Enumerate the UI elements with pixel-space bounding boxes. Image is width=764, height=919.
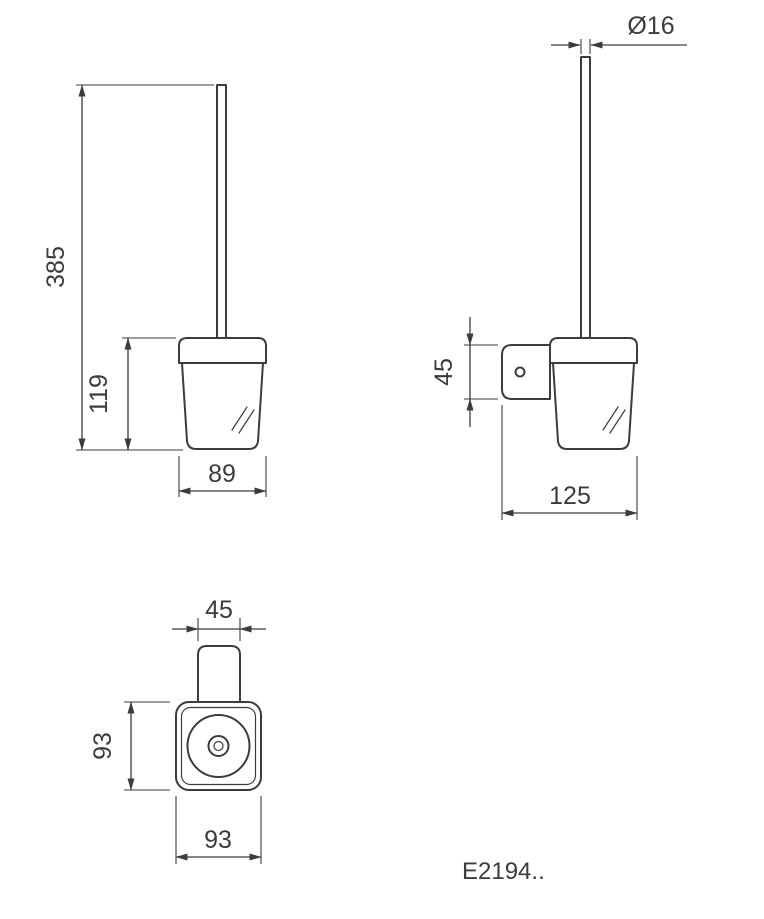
bracket-pivot-dot bbox=[514, 366, 526, 378]
dim-label-depth: 125 bbox=[549, 482, 591, 510]
cup-glass-front bbox=[181, 362, 264, 450]
dim-label-cup-width: 89 bbox=[208, 460, 236, 488]
dim-label-cup-height: 119 bbox=[85, 374, 113, 414]
product-code: E2194.. bbox=[462, 858, 545, 885]
cup-collar-side bbox=[549, 337, 638, 364]
wall-mount-top bbox=[197, 645, 241, 703]
glass-shine-mark bbox=[602, 406, 619, 431]
dim-label-bracket-height: 45 bbox=[430, 358, 458, 386]
top-view: 45 93 93 bbox=[89, 596, 266, 864]
cup-inner-rim-top bbox=[180, 706, 257, 786]
dim-label-mount-width: 45 bbox=[205, 596, 233, 624]
glass-shine-mark bbox=[609, 409, 626, 434]
front-view: 385 119 89 bbox=[42, 84, 267, 497]
glass-shine-mark bbox=[238, 409, 255, 434]
handle-center-dot bbox=[213, 740, 224, 752]
cup-collar-front bbox=[178, 337, 267, 364]
side-view: Ø16 45 125 bbox=[430, 12, 687, 520]
dim-label-cup-depth: 93 bbox=[89, 732, 117, 760]
brush-handle-side bbox=[580, 56, 591, 346]
handle-hole-circle bbox=[207, 735, 230, 757]
dim-label-total-height: 385 bbox=[42, 246, 70, 288]
dim-label-cup-width-top: 93 bbox=[204, 826, 232, 854]
dim-label-handle-diameter: Ø16 bbox=[627, 12, 674, 40]
wall-bracket-side bbox=[501, 344, 551, 400]
cup-glass-side bbox=[552, 362, 635, 450]
glass-shine-mark bbox=[231, 406, 248, 431]
brush-handle-front bbox=[216, 84, 227, 346]
cup-opening-circle bbox=[186, 714, 251, 778]
